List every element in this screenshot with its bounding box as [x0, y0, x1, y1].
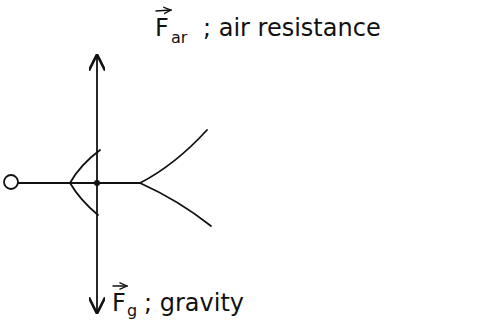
force-subscript: g: [127, 303, 137, 319]
force-name: ; gravity: [144, 291, 244, 315]
force-symbol: F: [155, 16, 169, 40]
body-line: [18, 182, 140, 184]
air-resistance-arrow: [96, 56, 98, 183]
arms: [70, 150, 100, 215]
force-symbol: F: [112, 291, 126, 315]
vector-arrow: [156, 10, 171, 11]
center-dot: [94, 180, 100, 186]
upper-leg: [140, 130, 207, 183]
vector-arrow: [113, 285, 127, 286]
force-subscript: ar: [171, 30, 187, 46]
head: [4, 175, 18, 189]
lower-leg: [140, 183, 211, 226]
force-name: ; air resistance: [203, 16, 381, 40]
gravity-arrow: [96, 183, 98, 312]
